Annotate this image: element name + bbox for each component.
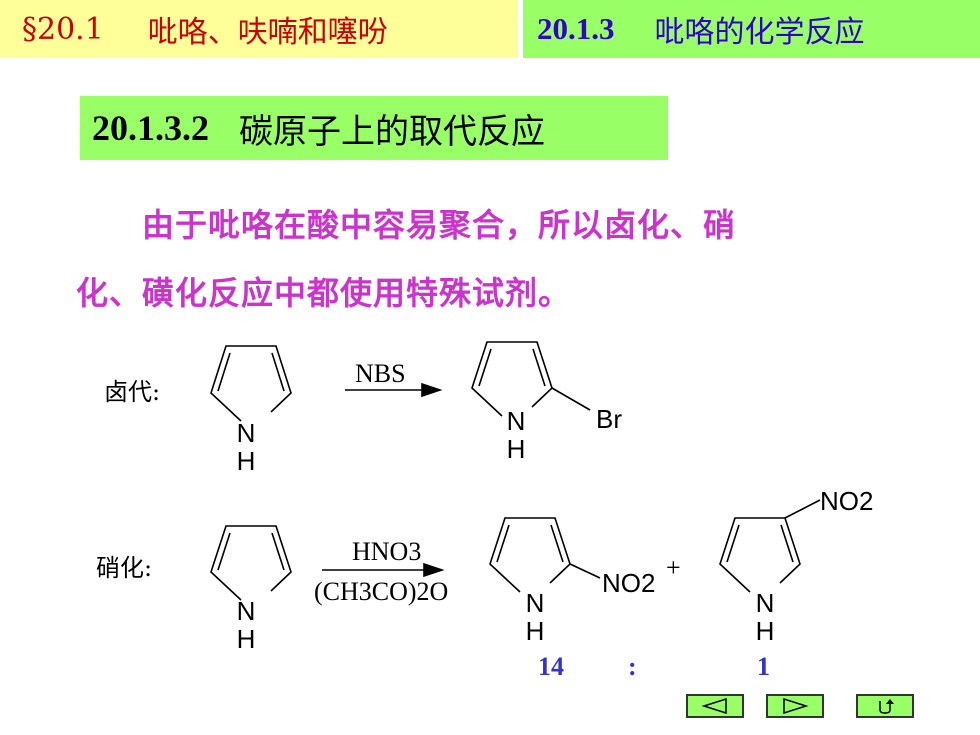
reagent-hno3: HNO3 xyxy=(352,537,421,566)
ratio-left: 14 xyxy=(538,652,564,681)
subsection-title: 吡咯的化学反应 xyxy=(654,15,865,50)
triangle-right-icon xyxy=(783,698,809,714)
nitropyrrole-2-product xyxy=(489,517,601,593)
return-icon xyxy=(879,699,894,714)
ratio-right: 1 xyxy=(757,652,770,681)
subsection-number: 20.1.3 xyxy=(537,11,615,46)
atom-h: H xyxy=(507,434,526,464)
pyrrole-reactant-2 xyxy=(210,525,292,601)
atom-h: H xyxy=(756,616,775,646)
halogenation-label: 卤代: xyxy=(104,378,161,406)
return-button[interactable] xyxy=(856,694,914,718)
atom-n: N xyxy=(507,406,526,436)
arrow-nitration xyxy=(322,562,445,578)
next-slide-button[interactable] xyxy=(766,694,824,718)
ratio-separator: : xyxy=(628,652,637,681)
triangle-left-icon xyxy=(701,698,727,714)
atom-n: N xyxy=(526,588,545,618)
subtitle-text: 碳原子上的取代反应 xyxy=(239,111,545,152)
atom-n: N xyxy=(237,596,256,626)
prev-slide-button[interactable] xyxy=(686,694,744,718)
subtitle-number: 20.1.3.2 xyxy=(92,108,209,148)
pyrrole-reactant-1 xyxy=(210,345,292,422)
substituent-no2-2: NO2 xyxy=(820,486,873,516)
reaction-scheme: N H N H Br N H N H NO2 N H NO2 NBS HNO3 … xyxy=(210,341,873,654)
reagent-acetic-anhydride: (CH3CO)2O xyxy=(314,577,448,606)
atom-n: N xyxy=(237,418,256,448)
nitropyrrole-3-product xyxy=(719,499,821,593)
substituent-no2-1: NO2 xyxy=(602,568,655,598)
atom-n: N xyxy=(756,588,775,618)
section-number: §20.1 xyxy=(22,11,104,47)
reagent-nbs: NBS xyxy=(355,359,406,388)
substituent-br: Br xyxy=(596,404,622,434)
slide-subtitle: 20.1.3.2 碳原子上的取代反应 xyxy=(80,96,668,160)
atom-h: H xyxy=(237,624,256,654)
nitration-label: 硝化: xyxy=(96,554,153,582)
header-section-bar: §20.1 吡咯、呋喃和噻吩 xyxy=(0,0,518,58)
paragraph-line-2: 化、磺化反应中都使用特殊试剂。 xyxy=(76,274,572,312)
arrow-halogenation xyxy=(345,382,443,398)
section-title: 吡咯、呋喃和噻吩 xyxy=(147,15,388,50)
header-subsection-bar: 20.1.3 吡咯的化学反应 xyxy=(523,0,980,58)
plus-sign: + xyxy=(666,553,681,582)
atom-h: H xyxy=(237,446,256,476)
bromopyrrole-product xyxy=(471,341,591,417)
paragraph-line-1: 由于吡咯在酸中容易聚合，所以卤化、硝 xyxy=(142,206,737,244)
atom-h: H xyxy=(526,616,545,646)
